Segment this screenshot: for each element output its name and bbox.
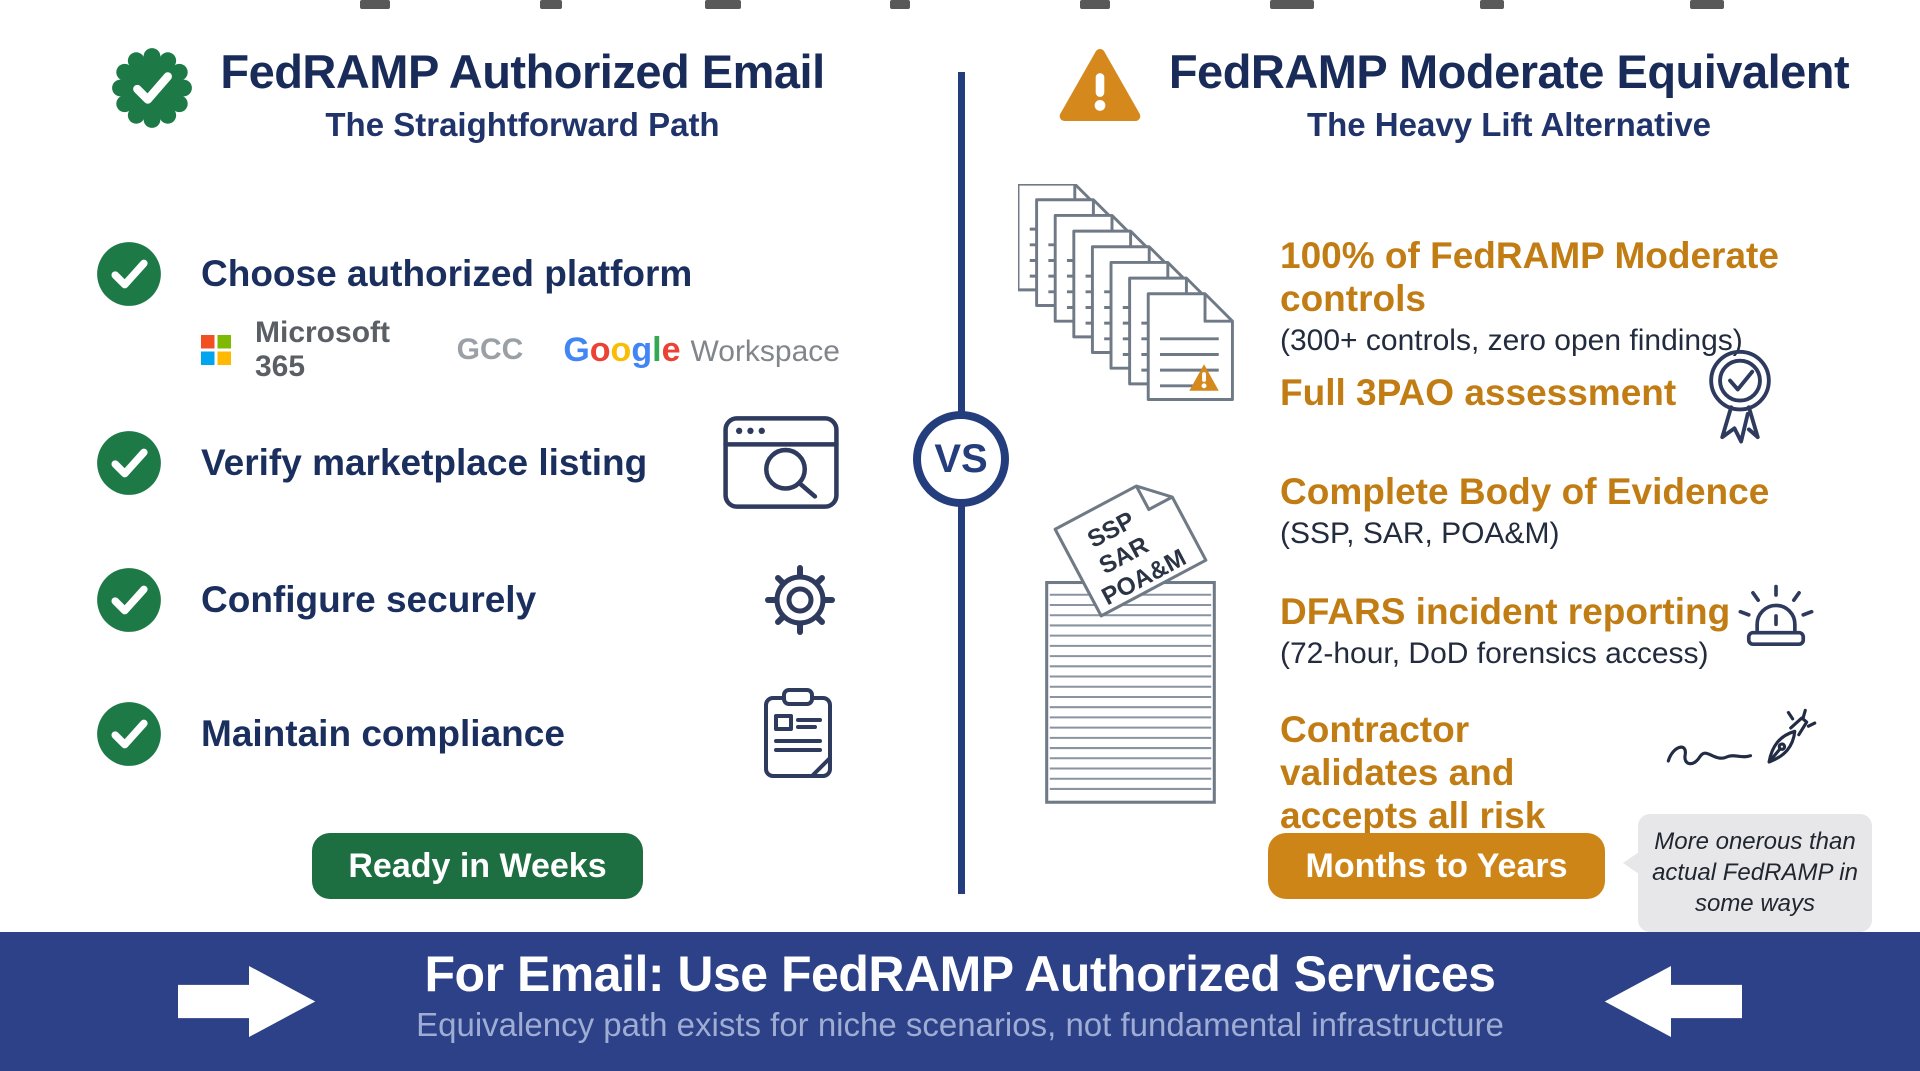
right-subtitle: The Heavy Lift Alternative: [1306, 105, 1712, 143]
siren-icon: [1732, 580, 1820, 656]
right-panel: FedRAMP Moderate Equivalent The Heavy Li…: [988, 0, 1918, 932]
left-panel: FedRAMP Authorized Email The Straightfor…: [0, 0, 935, 930]
arrow-right-icon: [178, 960, 320, 1043]
right-header-text: FedRAMP Moderate Equivalent The Heavy Li…: [1168, 45, 1850, 144]
top-crop-artifact: [360, 0, 390, 9]
left-header-text: FedRAMP Authorized Email The Straightfor…: [220, 45, 825, 144]
browser-search-icon: [722, 415, 840, 510]
step-label: Maintain compliance: [201, 713, 565, 754]
arrow-left-icon: [1600, 960, 1742, 1043]
callout-text: More onerous than actual FedRAMP in some…: [1652, 828, 1858, 918]
check-circle-icon: [95, 429, 163, 497]
requirement-label: Contractor validates and accepts all ris…: [1280, 709, 1546, 836]
google-letter: o: [589, 330, 611, 369]
google-letter: g: [631, 330, 653, 369]
award-rosette-icon: [1700, 344, 1780, 446]
requirement-3pao: Full 3PAO assessment: [1280, 371, 1676, 414]
google-letter: e: [661, 330, 681, 369]
google-logo: G o o g l e Workspace: [563, 331, 840, 370]
workspace-label: Workspace: [690, 334, 840, 368]
requirement-detail: (SSP, SAR, POA&M): [1280, 517, 1560, 550]
requirement-detail: (72-hour, DoD forensics access): [1280, 637, 1709, 670]
step-choose-platform: Choose authorized platform Microsoft 365…: [95, 240, 840, 384]
check-circle-icon: [95, 240, 163, 308]
requirement-label: Complete Body of Evidence: [1280, 471, 1770, 512]
banner-subtitle: Equivalency path exists for niche scenar…: [416, 1006, 1504, 1043]
top-crop-artifact: [1690, 0, 1724, 9]
check-circle-icon: [95, 566, 163, 634]
microsoft-logo-icon: [201, 335, 231, 365]
top-crop-artifact: [540, 0, 562, 9]
callout-bubble: More onerous than actual FedRAMP in some…: [1623, 814, 1872, 932]
right-title: FedRAMP Moderate Equivalent: [1168, 45, 1850, 98]
warning-triangle-icon: [1057, 46, 1143, 124]
step-label: Configure securely: [201, 579, 537, 620]
requirement-label: 100% of FedRAMP Moderate controls: [1280, 235, 1779, 319]
platform-logos: Microsoft 365 GCC G o o g l e Workspace: [201, 316, 840, 384]
left-subtitle: The Straightforward Path: [325, 105, 720, 143]
step-label: Verify marketplace listing: [201, 441, 648, 483]
verified-seal-icon: [110, 46, 194, 130]
gcc-label: GCC: [456, 333, 524, 366]
requirement-risk: Contractor validates and accepts all ris…: [1280, 708, 1625, 837]
requirement-controls: 100% of FedRAMP Moderate controls (300+ …: [1280, 234, 1905, 360]
requirements-list: 100% of FedRAMP Moderate controls (300+ …: [1280, 0, 1905, 930]
check-circle-icon: [95, 700, 163, 768]
top-crop-artifact: [1480, 0, 1504, 9]
ready-in-weeks-badge: Ready in Weeks: [312, 833, 643, 899]
gear-icon: [760, 560, 840, 640]
top-crop-artifact: [1080, 0, 1110, 9]
banner-title: For Email: Use FedRAMP Authorized Servic…: [424, 946, 1496, 1002]
clipboard-icon: [756, 686, 840, 782]
step-maintain-compliance: Maintain compliance: [95, 686, 840, 782]
requirement-evidence: Complete Body of Evidence (SSP, SAR, POA…: [1280, 470, 1769, 553]
google-letter: l: [652, 330, 662, 369]
top-crop-artifact: [890, 0, 910, 9]
google-letter: o: [610, 330, 632, 369]
requirement-label: Full 3PAO assessment: [1280, 372, 1677, 413]
microsoft-365-label: Microsoft 365: [255, 316, 390, 383]
vs-badge: VS: [913, 411, 1009, 507]
months-to-years-badge: Months to Years: [1268, 833, 1605, 899]
bottom-banner: For Email: Use FedRAMP Authorized Servic…: [0, 932, 1920, 1071]
top-crop-artifact: [705, 0, 741, 9]
paper-stack-icon: SSP SAR POA&M: [1018, 465, 1268, 838]
top-crop-artifact: [1270, 0, 1314, 9]
fanned-documents-icon: [1018, 184, 1268, 429]
step-body: Choose authorized platform Microsoft 365…: [201, 240, 840, 384]
requirement-detail: (300+ controls, zero open findings): [1280, 324, 1743, 357]
step-configure-securely: Configure securely: [95, 560, 840, 640]
signature-pen-icon: [1662, 704, 1820, 780]
step-label: Choose authorized platform: [201, 253, 693, 294]
left-title: FedRAMP Authorized Email: [220, 45, 825, 98]
step-verify-listing: Verify marketplace listing: [95, 415, 840, 510]
right-header: FedRAMP Moderate Equivalent The Heavy Li…: [988, 0, 1918, 144]
google-letter: G: [563, 330, 590, 369]
left-header: FedRAMP Authorized Email The Straightfor…: [0, 0, 935, 144]
requirement-dfars: DFARS incident reporting (72-hour, DoD f…: [1280, 590, 1730, 673]
document-stacks: SSP SAR POA&M: [1018, 184, 1268, 838]
requirement-label: DFARS incident reporting: [1280, 591, 1731, 632]
